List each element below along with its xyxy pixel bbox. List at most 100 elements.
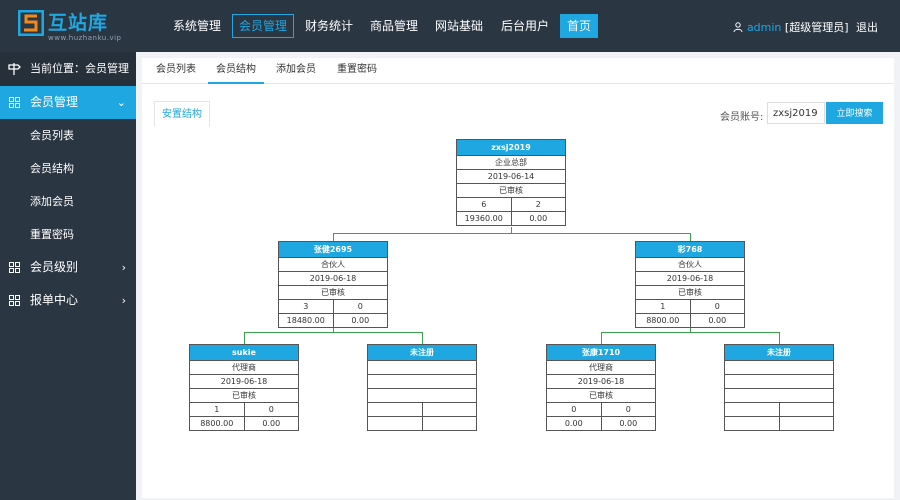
node-level [725, 360, 833, 374]
node-status: 已审核 [279, 285, 387, 299]
node-name: 张健2695 [279, 242, 387, 257]
tab-reset-password[interactable]: 重置密码 [337, 64, 377, 75]
node-left-amount: 8800.00 [190, 417, 245, 430]
nav-products[interactable]: 商品管理 [370, 19, 419, 33]
breadcrumb-text: 当前位置：会员管理 [30, 62, 129, 75]
node-left-amount: 19360.00 [457, 212, 512, 225]
nav-finance[interactable]: 财务统计 [305, 19, 354, 33]
chevron-right-icon: › [121, 261, 126, 274]
node-right-amount: 0.00 [708, 316, 727, 325]
node-level: 合伙人 [636, 257, 744, 271]
node-status: 已审核 [636, 285, 744, 299]
node-right-count: 0 [268, 405, 274, 414]
node-status [368, 388, 476, 402]
user-icon [733, 22, 743, 33]
node-date: 2019-06-18 [636, 271, 744, 285]
node-name: zxsj2019 [457, 140, 565, 155]
tree-node-unregistered[interactable]: 未注册 [367, 344, 477, 431]
sidebar-group-order-center[interactable]: 报单中心 › [0, 284, 136, 317]
connector-line [601, 332, 780, 333]
sidebar-group-member-levels[interactable]: 会员级别 › [0, 251, 136, 284]
node-level: 代理商 [547, 360, 655, 374]
user-role: [超级管理员] [784, 21, 849, 34]
node-amounts: 8800.00 0.00 [190, 416, 298, 430]
grid-icon [9, 295, 20, 306]
search-button[interactable]: 立即搜索 [826, 102, 883, 124]
node-date: 2019-06-18 [279, 271, 387, 285]
sidebar-item-add-member[interactable]: 添加会员 [30, 195, 74, 208]
sidebar-item-member-structure[interactable]: 会员结构 [30, 162, 74, 175]
node-left-amount [368, 417, 423, 430]
tab-add-member[interactable]: 添加会员 [276, 64, 316, 75]
node-left-count: 6 [457, 198, 512, 211]
connector-line [690, 233, 691, 241]
chevron-right-icon: › [121, 294, 126, 307]
node-right-count [423, 403, 477, 416]
nav-site-basics[interactable]: 网站基础 [435, 19, 484, 33]
nav-admin-users[interactable]: 后台用户 [501, 19, 550, 33]
connector-line [333, 328, 334, 332]
user-name[interactable]: admin [746, 21, 782, 34]
sidebar-group-members[interactable]: 会员管理 ⌄ [0, 86, 136, 119]
node-level: 企业总部 [457, 155, 565, 169]
grid-icon [9, 97, 20, 108]
node-amounts: 8800.00 0.00 [636, 313, 744, 327]
nav-system[interactable]: 系统管理 [173, 19, 222, 33]
brand-name: 互站库 [48, 12, 109, 34]
node-level: 代理商 [190, 360, 298, 374]
tab-member-list[interactable]: 会员列表 [156, 64, 196, 75]
sidebar-item-member-list[interactable]: 会员列表 [30, 129, 74, 142]
connector-line [244, 332, 245, 344]
node-right-amount: 0.00 [351, 316, 370, 325]
node-left-amount: 8800.00 [636, 314, 691, 327]
node-level [368, 360, 476, 374]
tab-member-structure[interactable]: 会员结构 [208, 58, 264, 84]
sidebar-group-label: 会员级别 [30, 260, 79, 274]
sidebar-group-label: 会员管理 [30, 95, 79, 109]
node-right-amount: 0.00 [262, 419, 281, 428]
node-left-amount [725, 417, 780, 430]
placement-structure-tab[interactable]: 安置结构 [154, 101, 210, 127]
node-name: 彩768 [636, 242, 744, 257]
node-right-count: 0 [357, 302, 363, 311]
node-name: 未注册 [725, 345, 833, 360]
node-right-count: 0 [625, 405, 631, 414]
node-right-amount [423, 417, 477, 430]
tab-bar: 会员列表 会员结构 添加会员 重置密码 [142, 58, 894, 84]
grid-icon [9, 262, 20, 273]
signpost-icon [8, 63, 21, 75]
node-left-count: 1 [636, 300, 691, 313]
connector-line [779, 332, 780, 344]
tree-node-unregistered[interactable]: 未注册 [724, 344, 834, 431]
node-name: 张康1710 [547, 345, 655, 360]
nav-members[interactable]: 会员管理 [232, 14, 295, 38]
member-account-input[interactable] [767, 102, 825, 124]
node-right-amount [780, 417, 834, 430]
node-date [725, 374, 833, 388]
logo[interactable]: 互站库 www.huzhanku.vip [18, 8, 138, 44]
sidebar-item-reset-password[interactable]: 重置密码 [30, 228, 74, 241]
logout-link[interactable]: 退出 [856, 21, 878, 34]
node-left-count: 0 [547, 403, 602, 416]
node-right-amount: 0.00 [619, 419, 638, 428]
connector-line [244, 332, 423, 333]
connector-line [511, 227, 512, 233]
connector-line [333, 233, 334, 241]
sidebar-group-label: 报单中心 [30, 293, 79, 307]
nav-home[interactable]: 首页 [560, 14, 599, 38]
main-panel: 会员列表 会员结构 添加会员 重置密码 安置结构 会员账号: 立即搜索 zxsj… [142, 58, 894, 498]
node-status: 已审核 [457, 183, 565, 197]
